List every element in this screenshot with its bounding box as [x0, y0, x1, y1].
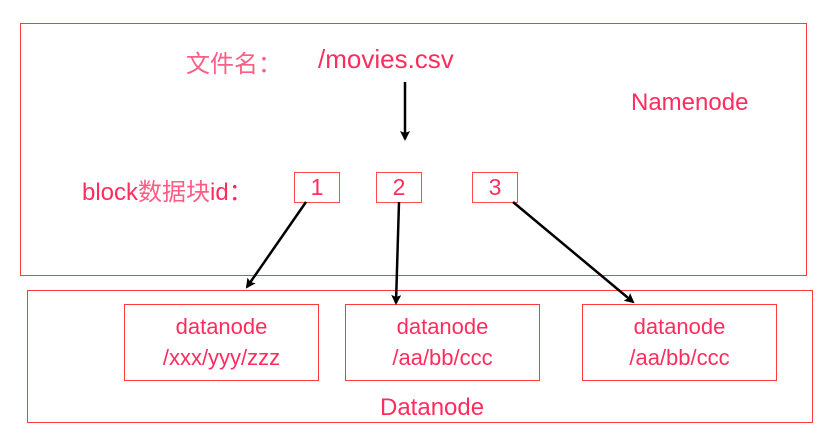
block-id-1: 1 [294, 172, 340, 203]
datanode-node-path: /xxx/yyy/zzz [162, 345, 281, 370]
datanode-node-name: datanode [396, 314, 489, 339]
block-id-3: 3 [472, 172, 518, 203]
arrow-block-1 [245, 201, 308, 289]
datanode-node-3: datanode /aa/bb/ccc [582, 304, 777, 381]
file-label: 文件名： [186, 50, 282, 78]
block-label-cjk: 数据块 [138, 178, 211, 206]
datanode-node-name: datanode [633, 314, 726, 339]
file-name: /movies.csv [318, 44, 454, 74]
datanode-node-path: /aa/bb/ccc [629, 345, 730, 370]
datanode-node-2: datanode /aa/bb/ccc [345, 304, 540, 381]
datanode-box [27, 290, 813, 423]
namenode-label: Namenode [631, 89, 749, 116]
datanode-node-path: /aa/bb/ccc [392, 345, 493, 370]
datanode-label: Datanode [380, 394, 485, 421]
arrow-block-3 [512, 201, 635, 304]
arrow-block-2 [391, 201, 402, 305]
datanode-node-1: datanode /xxx/yyy/zzz [124, 304, 319, 381]
block-label-prefix: block [82, 179, 139, 206]
datanode-node-name: datanode [175, 314, 268, 339]
namenode-box [20, 23, 807, 276]
block-label-suffix: id： [210, 179, 253, 206]
block-id-label: block数据块id： [82, 172, 253, 207]
